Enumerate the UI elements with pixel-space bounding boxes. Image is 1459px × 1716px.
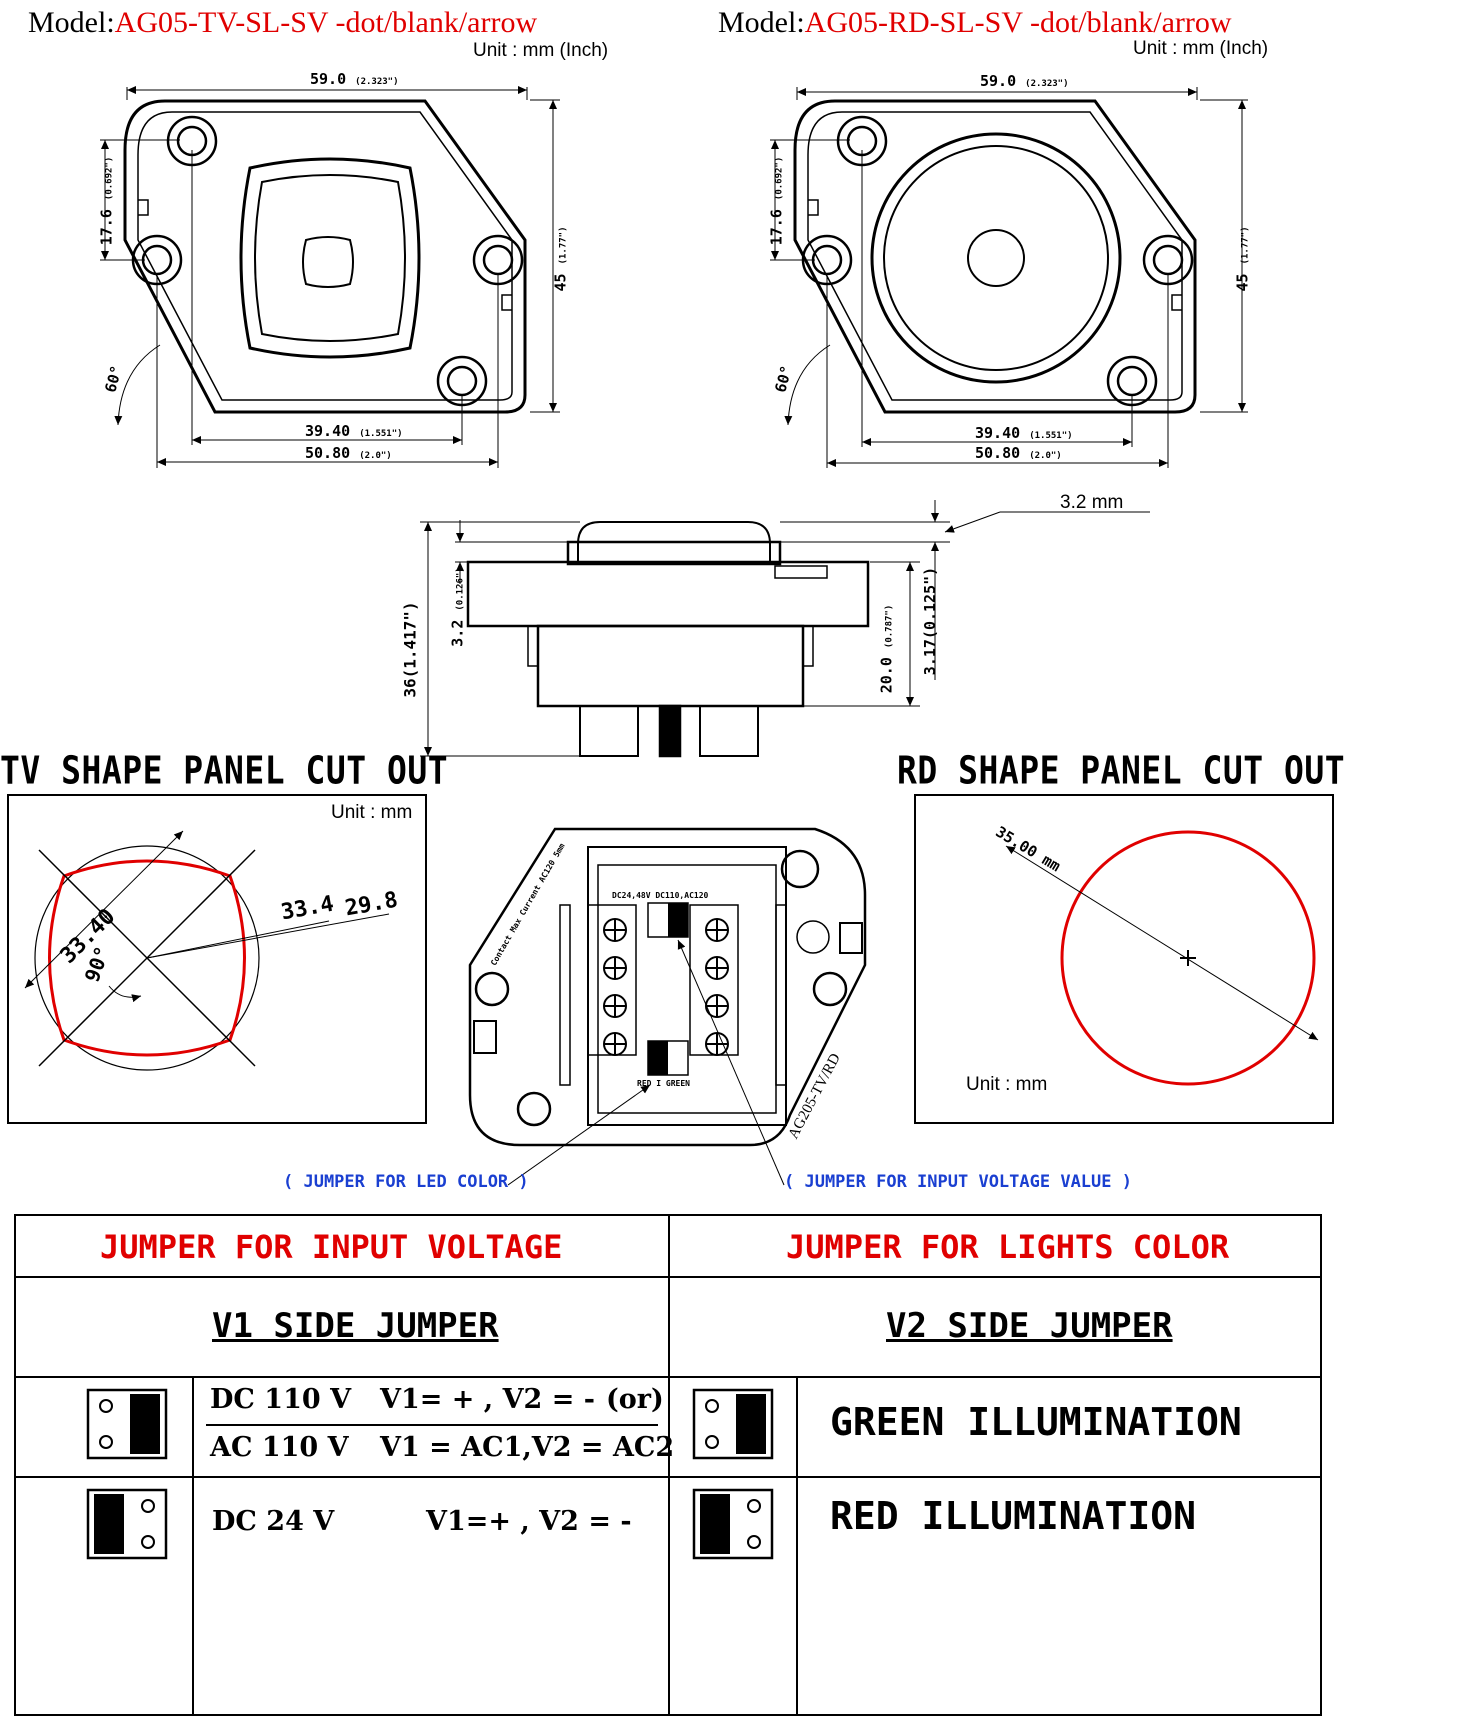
row1-line1-polarity: V1= + , V2 = -: [380, 1384, 595, 1415]
tv-width-dim: 59.0 (2.323"): [310, 70, 399, 88]
side-body-dim: 20.0 (0.787"): [877, 605, 895, 694]
rd-base-dim: 50.80 (2.0"): [975, 444, 1062, 462]
rd-height-dim: 45 (1.77"): [1234, 226, 1252, 291]
rd-cutout-heading: RD SHAPE PANEL CUT OUT: [897, 748, 1346, 793]
rd-holespan-dim: 39.40 (1.551"): [975, 424, 1073, 442]
tv-height-inch: (1.77"): [558, 226, 569, 265]
tv-offset-dim: 17.6 (0.692"): [97, 157, 115, 246]
rd-base-value: 50.80: [975, 444, 1021, 462]
side-total-dim: 36(1.417"): [400, 601, 420, 698]
row1-green-illumination: GREEN ILLUMINATION: [830, 1400, 1242, 1444]
right-unit-label: Unit : mm (Inch): [1133, 38, 1269, 59]
tv-cutout-drawing: [24, 830, 390, 1071]
side-panel-dim: 3.17(0.125"): [921, 566, 940, 676]
pcb-bottom-label: RED I GREEN: [637, 1079, 690, 1088]
jumper-icon-green: [692, 1388, 774, 1460]
side-body-value: 20.0: [877, 657, 896, 694]
rd-width-inch: (2.323"): [1025, 79, 1069, 89]
side-flange-value: 3.2: [448, 619, 467, 647]
rd-front-view: [793, 99, 1197, 414]
table-right-title: JUMPER FOR LIGHTS COLOR: [786, 1228, 1230, 1266]
rd-holespan-inch: (1.551"): [1029, 431, 1073, 441]
row2-red-illumination: RED ILLUMINATION: [830, 1494, 1197, 1538]
tv-offset-inch: (0.692"): [104, 156, 115, 201]
tv-base-value: 50.80: [305, 444, 351, 462]
right-model-title: Model:AG05-RD-SL-SV -dot/blank/arrow: [718, 6, 1232, 40]
terminal-screws: [603, 918, 729, 1056]
left-model-name: AG05-TV-SL-SV -dot/blank/arrow: [114, 6, 538, 39]
rd-cutout-drawing: [1005, 830, 1319, 1086]
tv-cutout-unit: Unit : mm: [331, 802, 413, 823]
side-body-inch: (0.787"): [884, 604, 895, 649]
callout-led-color: ( JUMPER FOR LED COLOR ): [283, 1172, 529, 1192]
pcb-jumpers: [647, 902, 689, 1076]
tv-cutout-heading: TV SHAPE PANEL CUT OUT: [0, 748, 449, 793]
tv-offset-value: 17.6: [97, 209, 116, 246]
side-gap-label: 3.2 mm: [1060, 492, 1124, 513]
table-left-sub: V1 SIDE JUMPER: [212, 1306, 499, 1346]
rd-offset-value: 17.6: [767, 209, 786, 246]
row1-line2-polarity: V1 = AC1,V2 = AC2: [380, 1432, 675, 1463]
rd-base-inch: (2.0"): [1029, 451, 1062, 461]
tv-base-dim: 50.80 (2.0"): [305, 444, 392, 462]
rd-width-value: 59.0: [980, 72, 1017, 90]
callout-input-voltage: ( JUMPER FOR INPUT VOLTAGE VALUE ): [784, 1172, 1132, 1192]
tv-holespan-inch: (1.551"): [359, 429, 403, 439]
rd-offset-inch: (0.692"): [774, 156, 785, 201]
tv-width-value: 59.0: [310, 70, 347, 88]
rd-height-inch: (1.77"): [1240, 226, 1251, 265]
jumper-icon-dc24: [86, 1488, 168, 1560]
callout-leaders: [507, 939, 785, 1186]
tv-holespan-value: 39.40: [305, 422, 351, 440]
pcb-top-label: DC24,48V DC110,AC120: [612, 891, 709, 900]
rd-height-value: 45: [1233, 273, 1252, 292]
pcb-board-drawing: [468, 827, 867, 1147]
row2-polarity: V1=+ , V2 = -: [426, 1506, 632, 1537]
tv-front-view: [123, 99, 527, 414]
right-model-name: AG05-RD-SL-SV -dot/blank/arrow: [804, 6, 1232, 39]
side-flange-dim: 3.2 (0.126"): [449, 567, 467, 646]
front-view-drawings: [100, 86, 1248, 468]
rd-holespan-value: 39.40: [975, 424, 1021, 442]
tv-cutout-panel: Unit : mm 33.40 33.4 29.8 90°: [7, 794, 427, 1124]
rd-cutout-panel: 35.00 mm Unit : mm: [914, 794, 1334, 1124]
row1-line1-or: (or): [606, 1384, 664, 1415]
rd-offset-dim: 17.6 (0.692"): [767, 157, 785, 246]
left-unit-label: Unit : mm (Inch): [473, 40, 609, 61]
table-right-sub: V2 SIDE JUMPER: [886, 1306, 1173, 1346]
tv-width-inch: (2.323"): [355, 77, 399, 87]
table-left-title: JUMPER FOR INPUT VOLTAGE: [100, 1228, 563, 1266]
row1-line1-voltage: DC 110 V: [210, 1384, 352, 1415]
rd-cutout-unit: Unit : mm: [966, 1074, 1048, 1095]
right-model-prefix: Model:: [718, 6, 805, 39]
tv-holespan-dim: 39.40 (1.551"): [305, 422, 403, 440]
tv-height-dim: 45 (1.77"): [552, 226, 570, 291]
rd-width-dim: 59.0 (2.323"): [980, 72, 1069, 90]
row1-line2-voltage: AC 110 V: [210, 1432, 349, 1463]
tv-base-inch: (2.0"): [359, 451, 392, 461]
side-flange-inch: (0.126"): [455, 567, 466, 611]
jumper-icon-red: [692, 1488, 774, 1560]
side-view-drawing: [420, 500, 1150, 758]
left-model-title: Model:AG05-TV-SL-SV -dot/blank/arrow: [28, 6, 537, 40]
jumper-icon-dc110: [86, 1388, 168, 1460]
left-model-prefix: Model:: [28, 6, 115, 39]
row2-voltage: DC 24 V: [212, 1506, 335, 1537]
tv-height-value: 45: [551, 273, 570, 292]
jumper-table: JUMPER FOR INPUT VOLTAGE JUMPER FOR LIGH…: [14, 1214, 1322, 1716]
